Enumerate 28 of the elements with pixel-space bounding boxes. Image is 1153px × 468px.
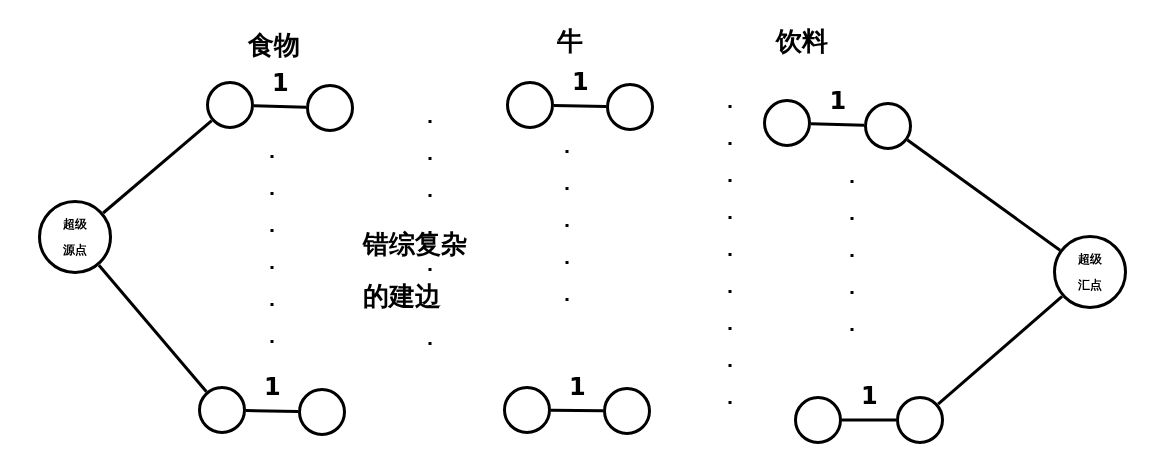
empty-circle bbox=[503, 386, 551, 434]
empty-circle bbox=[896, 396, 944, 444]
edge-line bbox=[810, 122, 865, 127]
edge-line bbox=[97, 264, 208, 393]
empty-circle bbox=[864, 102, 912, 150]
node-label: 超级汇点 bbox=[1077, 251, 1103, 294]
edge-line bbox=[937, 295, 1064, 406]
empty-circle bbox=[603, 387, 651, 435]
empty-circle bbox=[306, 84, 354, 132]
empty-circle bbox=[198, 386, 246, 434]
edge-line bbox=[253, 104, 307, 109]
column-heading: 食物 bbox=[248, 29, 300, 62]
column-heading: 饮料 bbox=[776, 25, 828, 58]
empty-circle bbox=[606, 83, 654, 131]
edge-line bbox=[245, 409, 299, 413]
annotation-text: 错综复杂的建边 bbox=[363, 228, 468, 313]
node-label: 超级源点 bbox=[62, 216, 88, 259]
edge-line bbox=[842, 418, 896, 422]
empty-circle bbox=[506, 81, 554, 129]
empty-circle bbox=[298, 388, 346, 436]
edge-line bbox=[551, 408, 603, 413]
edge-line bbox=[102, 119, 213, 215]
empty-circle bbox=[763, 99, 811, 147]
empty-circle bbox=[206, 81, 254, 129]
column-heading: 牛 bbox=[557, 25, 583, 58]
edge-line bbox=[906, 138, 1061, 252]
empty-circle bbox=[794, 396, 842, 444]
edge-line bbox=[553, 104, 607, 108]
